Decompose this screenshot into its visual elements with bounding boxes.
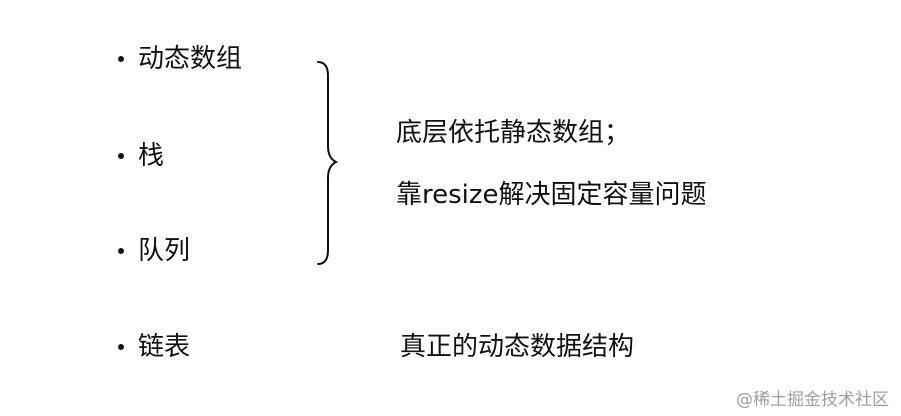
bullet-icon (118, 56, 124, 62)
bullet-icon (118, 153, 124, 159)
linked-list-note: 真正的动态数据结构 (400, 332, 635, 362)
item-label: 队列 (138, 236, 191, 266)
group-note-underlying: 底层依托静态数组； (396, 118, 631, 148)
group-note-resize: 靠resize解决固定容量问题 (396, 180, 707, 210)
bullet-icon (118, 248, 124, 254)
item-label: 栈 (138, 141, 165, 171)
list-item-queue: 队列 (118, 235, 190, 267)
item-label: 链表 (138, 332, 191, 362)
list-item-stack: 栈 (118, 140, 164, 172)
list-item-linked-list: 链表 (118, 331, 190, 363)
bullet-icon (118, 344, 124, 350)
watermark: @稀土掘金技术社区 (736, 390, 889, 410)
item-label: 动态数组 (138, 44, 243, 74)
list-item-dynamic-array: 动态数组 (118, 43, 242, 75)
right-brace-icon (317, 61, 339, 265)
